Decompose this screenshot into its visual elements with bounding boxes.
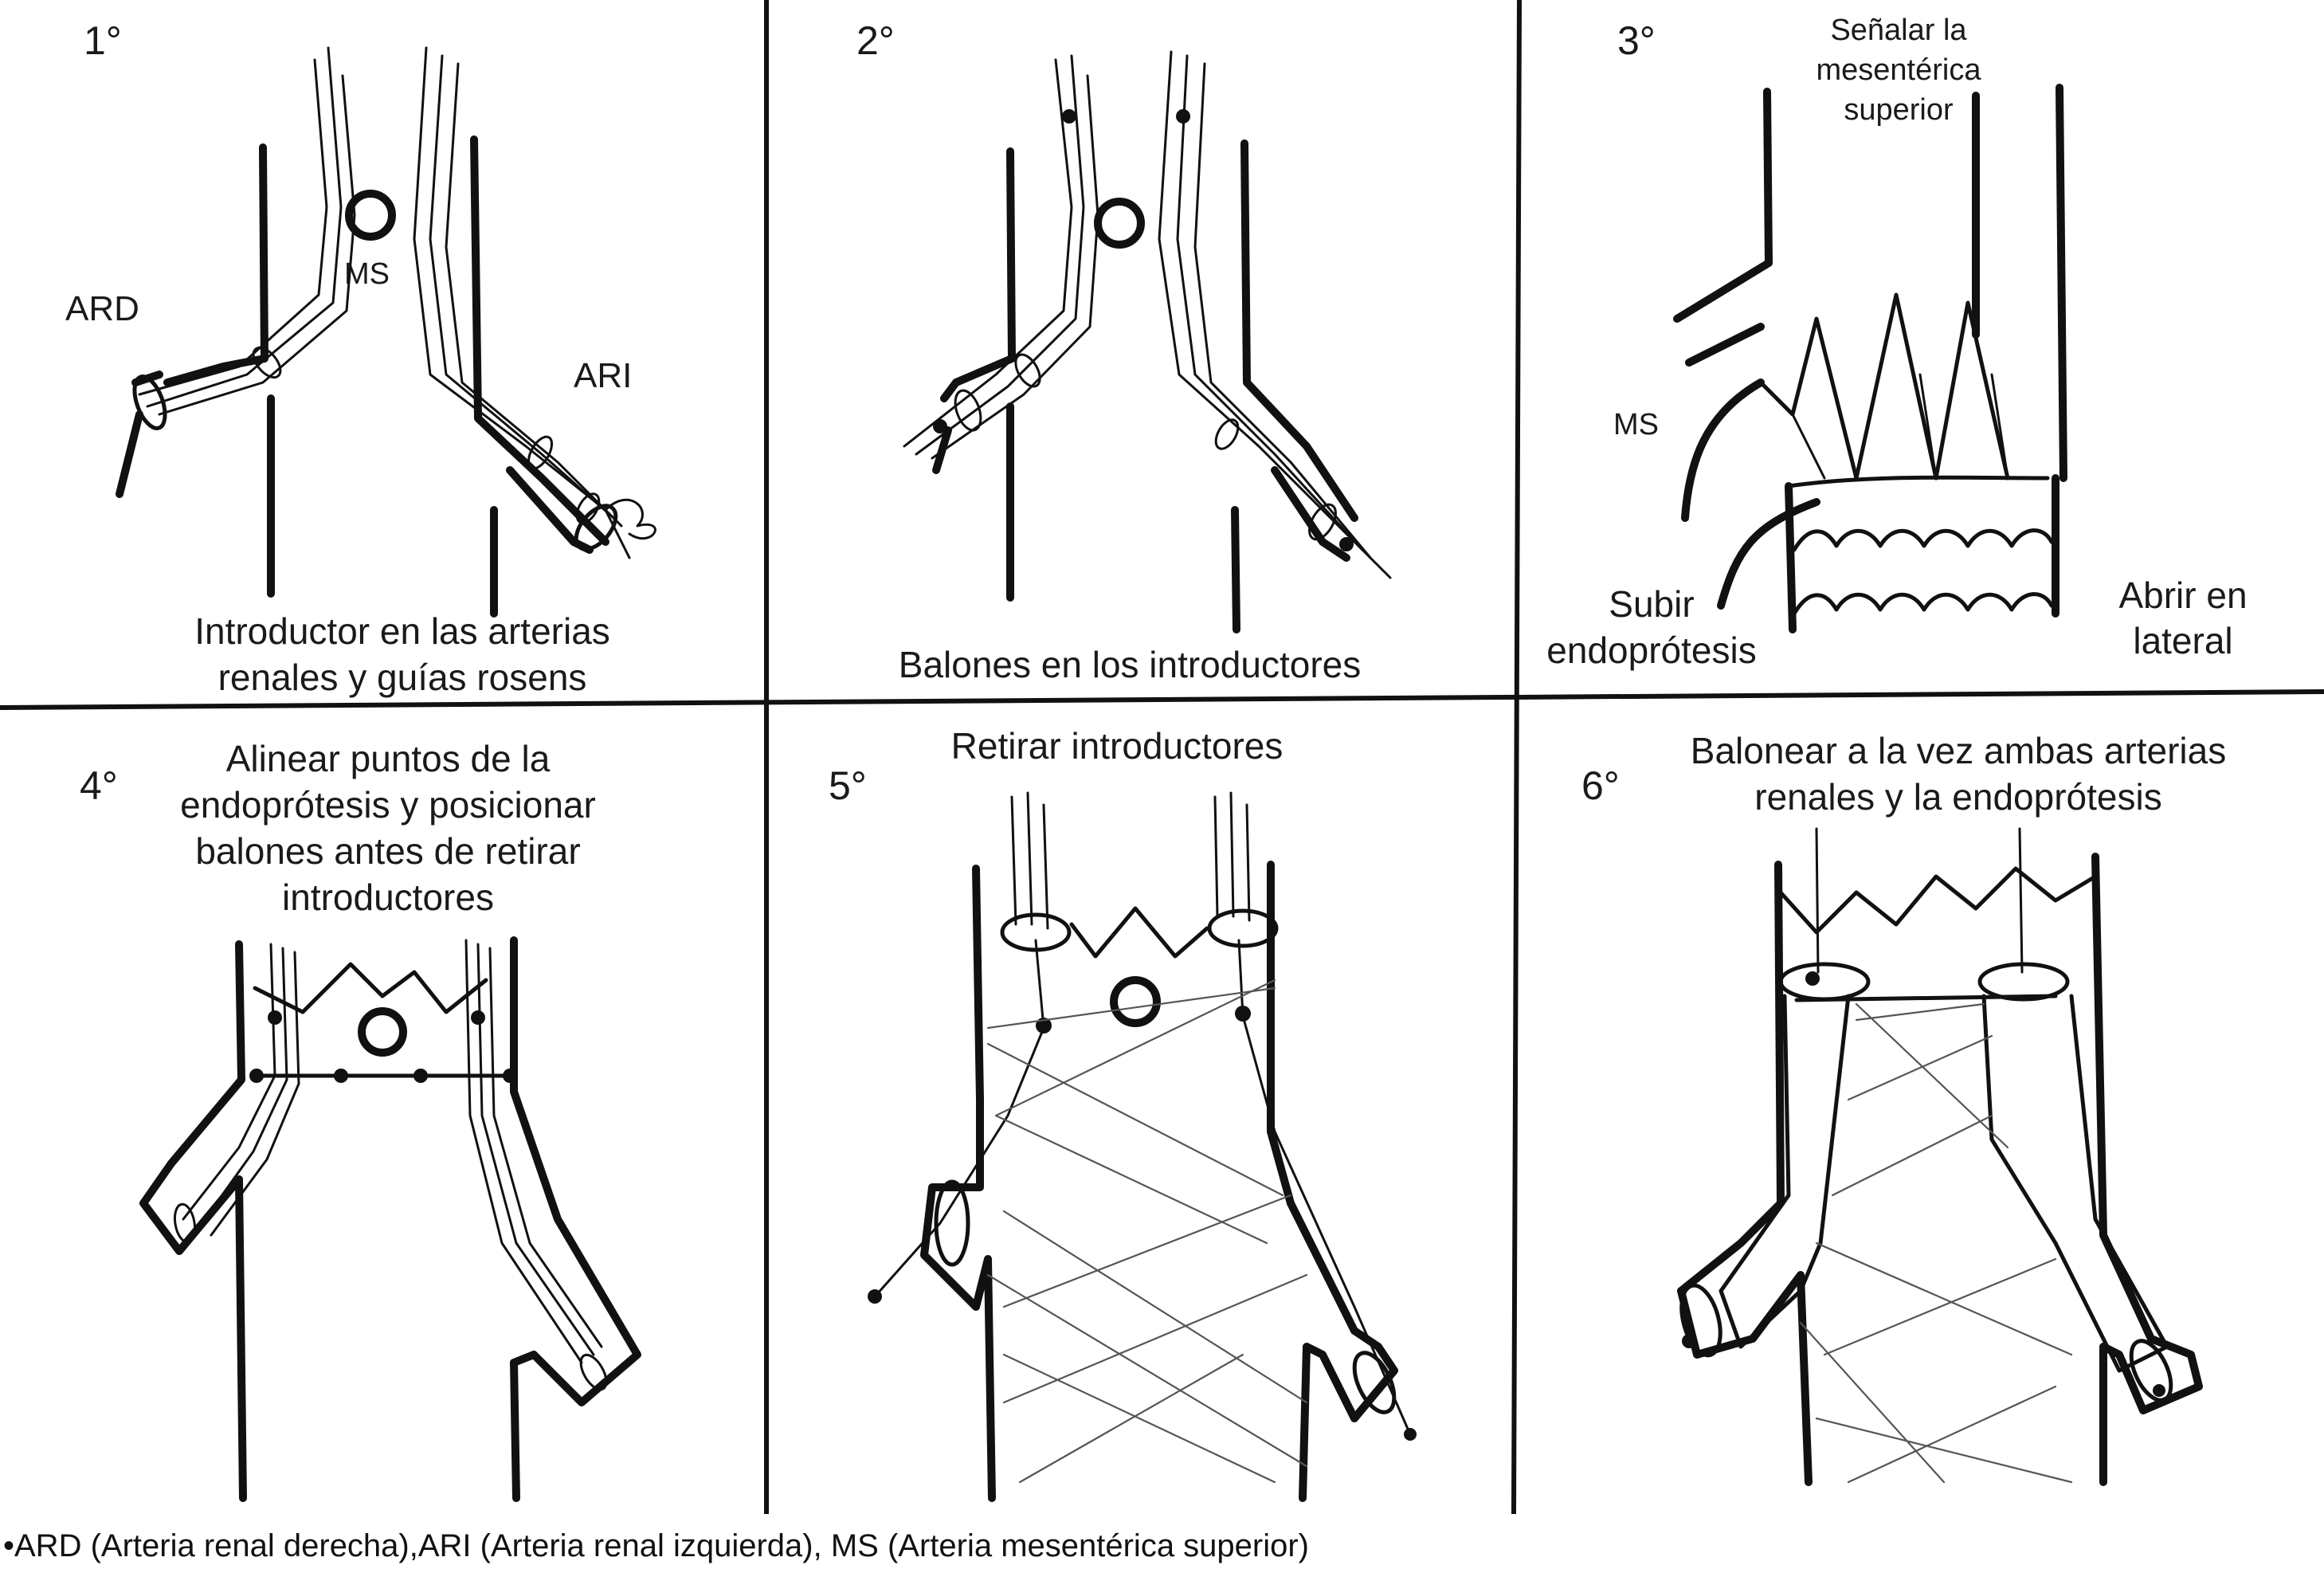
label-ard: ARD bbox=[65, 289, 139, 328]
sma-ostium bbox=[345, 190, 396, 241]
sma-ostium bbox=[1094, 198, 1145, 249]
title-line-4: introductores bbox=[282, 877, 494, 918]
step-number: 3° bbox=[1617, 18, 1656, 63]
renal-ostium bbox=[574, 504, 618, 551]
panel-2: 2° Balones en los introductores bbox=[856, 18, 1392, 685]
renal-ostium bbox=[132, 375, 167, 430]
panel-1: 1° ARD MS ARI Introductor en las arteria… bbox=[65, 18, 656, 698]
label-right-line-1: Abrir en bbox=[2118, 575, 2247, 616]
title-line-3: balones antes de retirar bbox=[195, 830, 580, 872]
caption-line-1: Introductor en las arterias bbox=[194, 610, 610, 652]
footnote: •ARD (Arteria renal derecha),ARI (Arteri… bbox=[3, 1528, 1310, 1563]
sheath-tip bbox=[1207, 908, 1279, 948]
label-left-line-2: endoprótesis bbox=[1546, 630, 1756, 671]
label-right-line-2: lateral bbox=[2133, 620, 2232, 661]
panel-4: 4° Alinear puntos de la endoprótesis y p… bbox=[80, 738, 641, 1502]
label-ms: MS bbox=[1613, 408, 1659, 441]
sma-ostium bbox=[358, 1007, 407, 1057]
panel-3: 3° Señalar la mesentérica superior MS Su… bbox=[1546, 14, 2247, 671]
endograft-sketch bbox=[1677, 827, 2203, 1486]
title-line-2: renales y la endoprótesis bbox=[1754, 776, 2161, 818]
step-number: 4° bbox=[80, 763, 118, 808]
label-top-line-3: superior bbox=[1844, 93, 1954, 127]
title-line-1: Balonear a la vez ambas arterias bbox=[1691, 730, 2226, 771]
label-left-line-1: Subir bbox=[1609, 583, 1694, 625]
label-ari: ARI bbox=[574, 356, 632, 395]
title-line-1: Alinear puntos de la bbox=[226, 738, 551, 779]
title-line-1: Retirar introductores bbox=[951, 725, 1283, 767]
panel-5: 5° Retirar introductores bbox=[829, 725, 1417, 1502]
panel-dividers bbox=[0, 0, 2324, 1515]
sma-ostium bbox=[1110, 976, 1161, 1027]
endograft-sketch bbox=[868, 791, 1417, 1502]
step-number: 2° bbox=[856, 18, 895, 63]
caption-line-1: Balones en los introductores bbox=[899, 644, 1361, 685]
step-number: 5° bbox=[829, 763, 867, 808]
step-number: 1° bbox=[84, 18, 122, 63]
aorta-sketch bbox=[116, 46, 656, 618]
divider-vertical-2 bbox=[1511, 0, 1522, 1515]
title-line-2: endoprótesis y posicionar bbox=[180, 784, 596, 826]
divider-horizontal bbox=[0, 689, 2324, 710]
endograft-sketch bbox=[139, 936, 641, 1502]
aorta-sketch bbox=[903, 50, 1392, 633]
panel-6: 6° Balonear a la vez ambas arterias rena… bbox=[1581, 730, 2226, 1486]
label-top-line-2: mesentérica bbox=[1816, 53, 1982, 87]
label-top-line-1: Señalar la bbox=[1830, 14, 1967, 47]
step-number: 6° bbox=[1581, 763, 1620, 808]
endograft-sketch bbox=[1673, 84, 2067, 633]
caption-line-2: renales y guías rosens bbox=[218, 657, 587, 698]
